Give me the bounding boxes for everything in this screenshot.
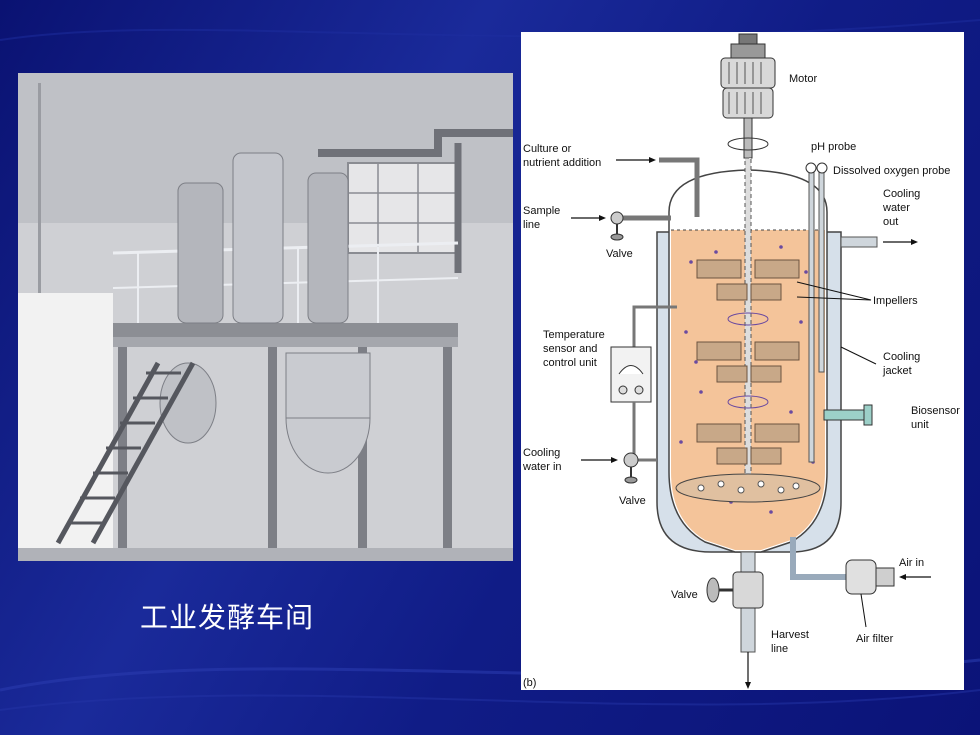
jacket-label-1: Cooling: [883, 351, 920, 363]
slide-caption: 工业发酵车间: [140, 601, 315, 634]
biosensor-label-1: Biosensor: [911, 405, 960, 417]
biosensor-label-2: unit: [911, 419, 929, 431]
impellers-label: Impellers: [873, 295, 918, 307]
harvest-label-2: line: [771, 643, 788, 655]
temp-label-3: control unit: [543, 357, 597, 369]
dissolved-oxygen-label: Dissolved oxygen probe: [833, 165, 950, 177]
panel-label: (b): [523, 677, 536, 689]
cooling-in-label-1: Cooling: [523, 447, 560, 459]
bioreactor-diagram: Motor: [521, 32, 964, 690]
culture-label-1: Culture or: [523, 143, 572, 155]
air-filter-label: Air filter: [856, 633, 894, 645]
cooling-out-label-3: out: [883, 216, 898, 228]
air-in-label: Air in: [899, 557, 924, 569]
jacket-label-2: jacket: [882, 365, 912, 377]
motor-label: Motor: [789, 73, 817, 85]
ph-probe-label: pH probe: [811, 141, 856, 153]
cooling-in-label-2: water in: [522, 461, 562, 473]
sample-label-2: line: [523, 219, 540, 231]
valve-top-label: Valve: [606, 248, 633, 260]
workshop-photo: [18, 73, 513, 561]
harvest-label-1: Harvest: [771, 629, 809, 641]
valve-bottom-label: Valve: [671, 589, 698, 601]
temp-label-2: sensor and: [543, 343, 597, 355]
culture-label-2: nutrient addition: [523, 157, 601, 169]
temp-label-1: Temperature: [543, 329, 605, 341]
impeller-blades: [696, 259, 800, 465]
air-filter-icon: [845, 559, 877, 595]
motor-icon: [720, 33, 776, 159]
biosensor-icon: [823, 409, 865, 421]
sample-label-1: Sample: [523, 205, 560, 217]
control-unit-icon: [610, 346, 652, 403]
bottom-valve-icon: [732, 571, 764, 609]
valve-mid-label: Valve: [619, 495, 646, 507]
cooling-out-label-1: Cooling: [883, 188, 920, 200]
cooling-out-label-2: water: [882, 202, 910, 214]
